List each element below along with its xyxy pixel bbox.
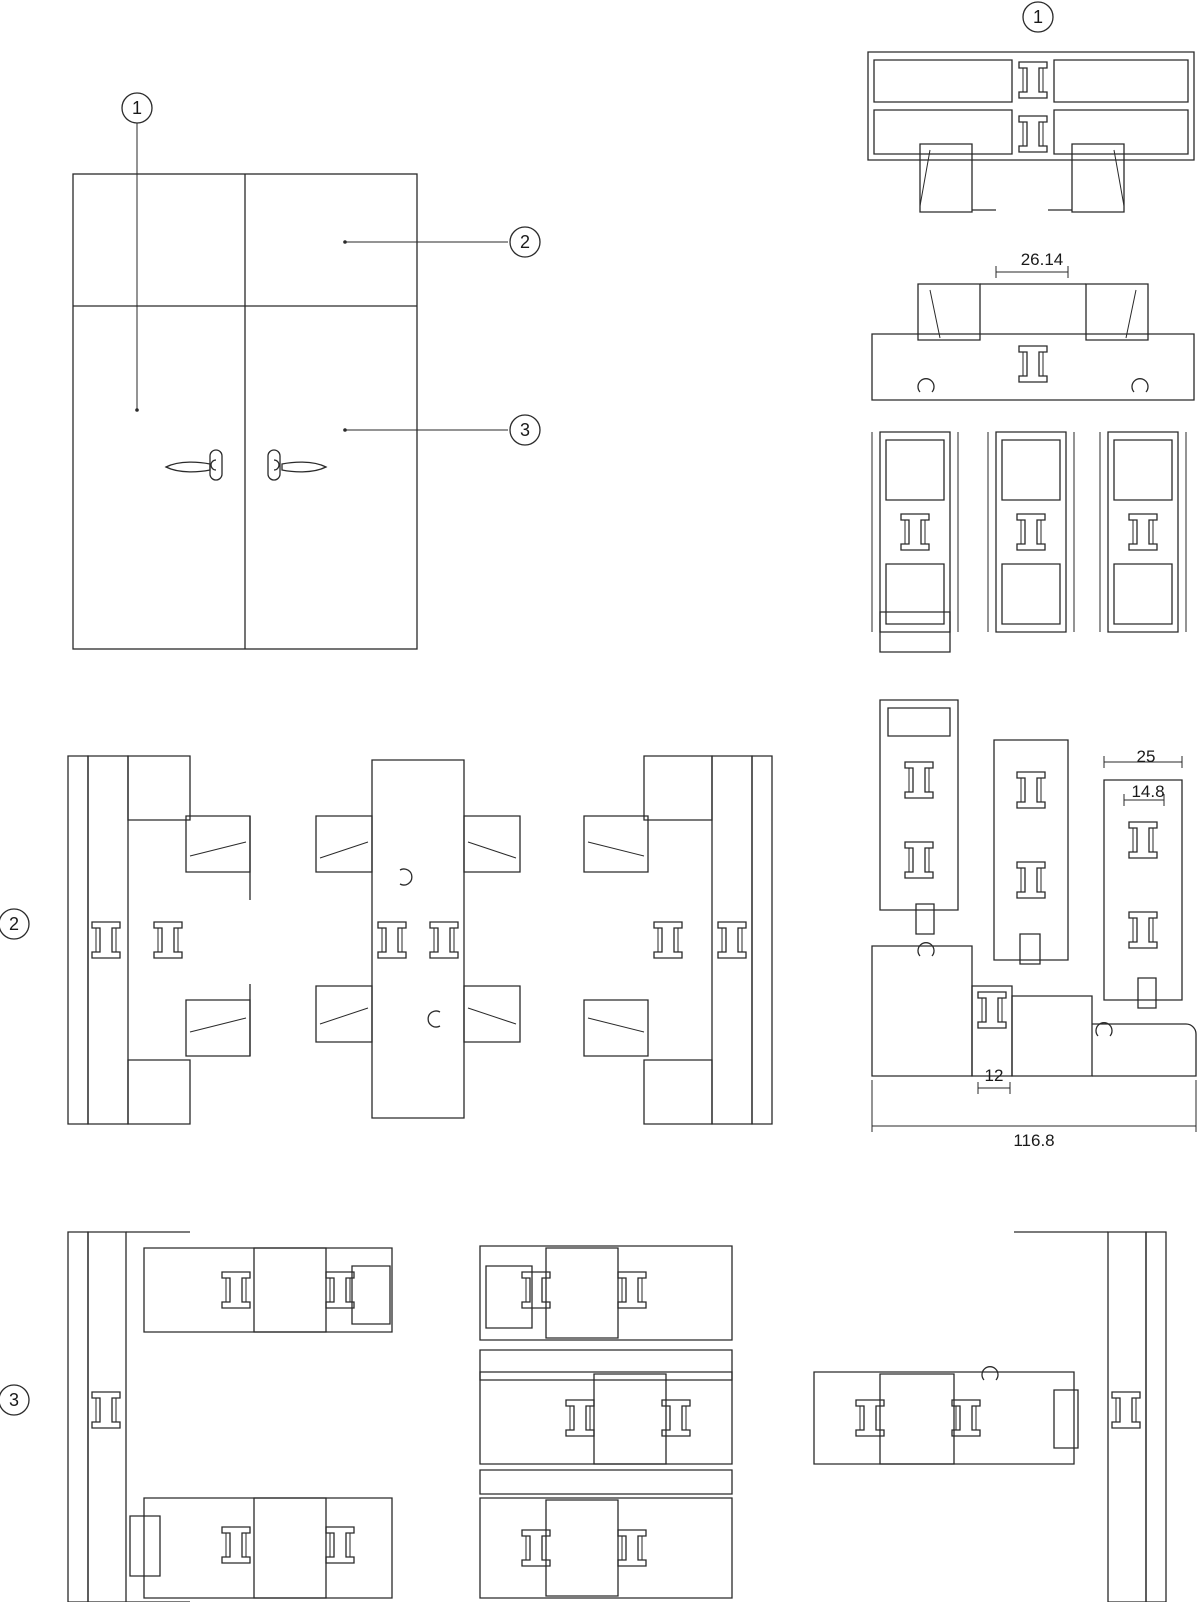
marker-label-3: 3 [520,420,530,440]
section-3-label: 3 [9,1390,19,1410]
marker-label-2: 2 [520,232,530,252]
marker-label-1: 1 [132,98,142,118]
section-3-bubble [0,1384,30,1416]
door-elevation: 1 2 3 [72,92,541,650]
dim-14-8: 14.8 [1131,782,1164,801]
section-1-head-detail: 1 [867,1,1195,213]
marker-bubble-1 [121,92,153,124]
right-handle-icon [267,449,328,481]
left-handle-icon [164,449,223,481]
dim-26-14: 26.14 [1021,250,1064,269]
section-1-label: 1 [1033,7,1043,27]
dim-25: 25 [1137,747,1156,766]
section-2-bubble [0,908,30,940]
section-2-row: 2 [0,755,773,1125]
section-2-label: 2 [9,914,19,934]
section-2-sill-detail: 25 14.8 12 116.8 [871,699,1197,1150]
section-1-bubble [1022,1,1054,33]
dim-12: 12 [985,1066,1004,1085]
section-3-row: 3 [0,1231,1167,1602]
marker-bubble-3 [509,414,541,446]
section-1-mullion-detail: 26.14 [871,250,1195,653]
dim-116-8: 116.8 [1013,1131,1054,1150]
marker-bubble-2 [509,226,541,258]
